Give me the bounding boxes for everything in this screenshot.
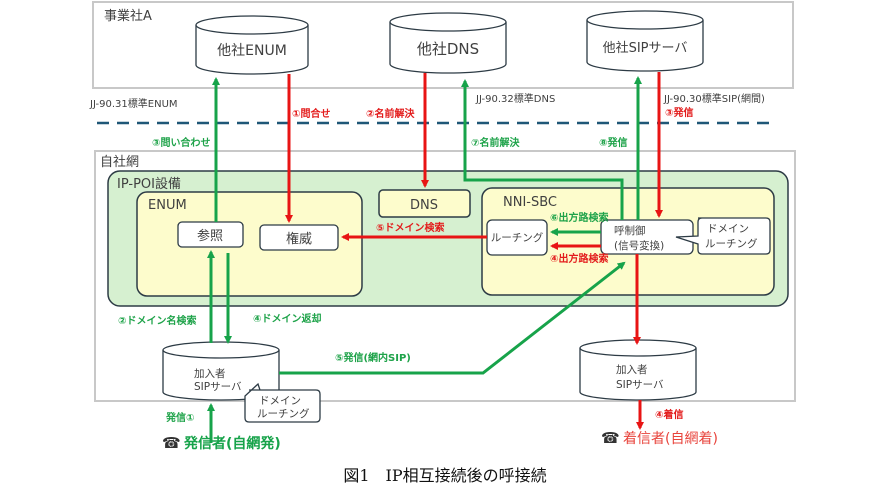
origin-server-label-2: SIPサーバ <box>194 381 242 393</box>
sbc-domain-routing-label-2: ルーチング <box>705 237 758 250</box>
enum-group-label: ENUM <box>148 198 187 213</box>
dest-subscriber-sip-server: 加入者 SIPサーバ <box>579 339 697 401</box>
label-green-4: ④ドメイン返却 <box>253 312 321 325</box>
call-control-label-2: (信号変換) <box>614 239 664 252</box>
own-network-label: 自社網 <box>100 154 139 170</box>
label-red-5: ⑤ドメイン検索 <box>376 221 444 234</box>
nni-sbc-label: NNI-SBC <box>503 195 557 210</box>
arrow-green-7-name-resolution <box>461 79 624 220</box>
caller-label: 発信者(自網発) <box>183 435 281 452</box>
sansho-label: 参照 <box>197 228 223 244</box>
keni-box <box>259 224 339 251</box>
origin-domain-routing-label-2: ルーチング <box>257 407 310 420</box>
routing-label: ルーチング <box>491 231 544 244</box>
callee-label: 着信者(自網着) <box>623 431 718 447</box>
sbc-domain-routing-label-1: ドメイン <box>707 223 749 235</box>
standard-enum-label: JJ-90.31標準ENUM <box>89 97 178 110</box>
label-red-3: ③発信 <box>665 106 693 119</box>
origin-subscriber-sip-server: 加入者 SIPサーバ <box>162 341 280 401</box>
label-red-2: ②名前解決 <box>366 107 415 120</box>
caller-phone-icon: ☎ <box>162 434 181 452</box>
dns-box <box>378 189 471 218</box>
call-control-label-1: 呼制御 <box>614 224 646 237</box>
remote-dns-server: 他社DNS <box>389 12 507 74</box>
label-green-2: ②ドメイン名検索 <box>118 314 196 327</box>
label-green-3: ③問い合わせ <box>152 136 210 149</box>
origin-server-label-1: 加入者 <box>194 368 226 380</box>
remote-enum-server: 他社ENUM <box>195 15 309 75</box>
sansho-box <box>177 221 244 248</box>
sbc-domain-routing-callout <box>675 217 771 255</box>
standard-dns-label: JJ-90.32標準DNS <box>475 92 555 105</box>
remote-sip-server: 他社SIPサーバ <box>586 10 704 72</box>
label-red-4-incoming: ④着信 <box>655 408 683 421</box>
dest-server-label-1: 加入者 <box>616 364 648 376</box>
figure-caption: 図1 IP相互接続後の呼接続 <box>343 466 546 485</box>
label-green-5: ⑤発信(網内SIP) <box>335 351 411 364</box>
origin-domain-routing-label-1: ドメイン <box>259 395 301 407</box>
remote-dns-label: 他社DNS <box>417 40 479 58</box>
ip-poi-label: IP-POI設備 <box>117 176 181 192</box>
label-green-6: ⑥出方路検索 <box>550 211 608 224</box>
company-a-label: 事業社A <box>104 8 152 24</box>
label-red-1: ①問合せ <box>292 107 330 120</box>
standard-sip-label: JJ-90.30標準SIP(網間) <box>663 92 765 105</box>
dns-label: DNS <box>410 198 438 213</box>
dest-server-label-2: SIPサーバ <box>616 379 664 391</box>
origin-domain-routing-callout <box>244 382 321 423</box>
callee-phone-icon: ☎ <box>601 429 620 447</box>
remote-enum-label: 他社ENUM <box>217 43 287 59</box>
remote-sip-label: 他社SIPサーバ <box>603 40 688 56</box>
label-green-1: 発信① <box>165 411 194 424</box>
label-red-4-route: ④出方路検索 <box>550 252 608 265</box>
enum-group-panel <box>136 191 363 297</box>
label-green-7: ⑦名前解決 <box>471 136 520 149</box>
arrow-green-5-internal-sip <box>279 261 626 375</box>
keni-label: 権威 <box>286 231 312 247</box>
label-green-8: ⑧発信 <box>599 136 627 149</box>
